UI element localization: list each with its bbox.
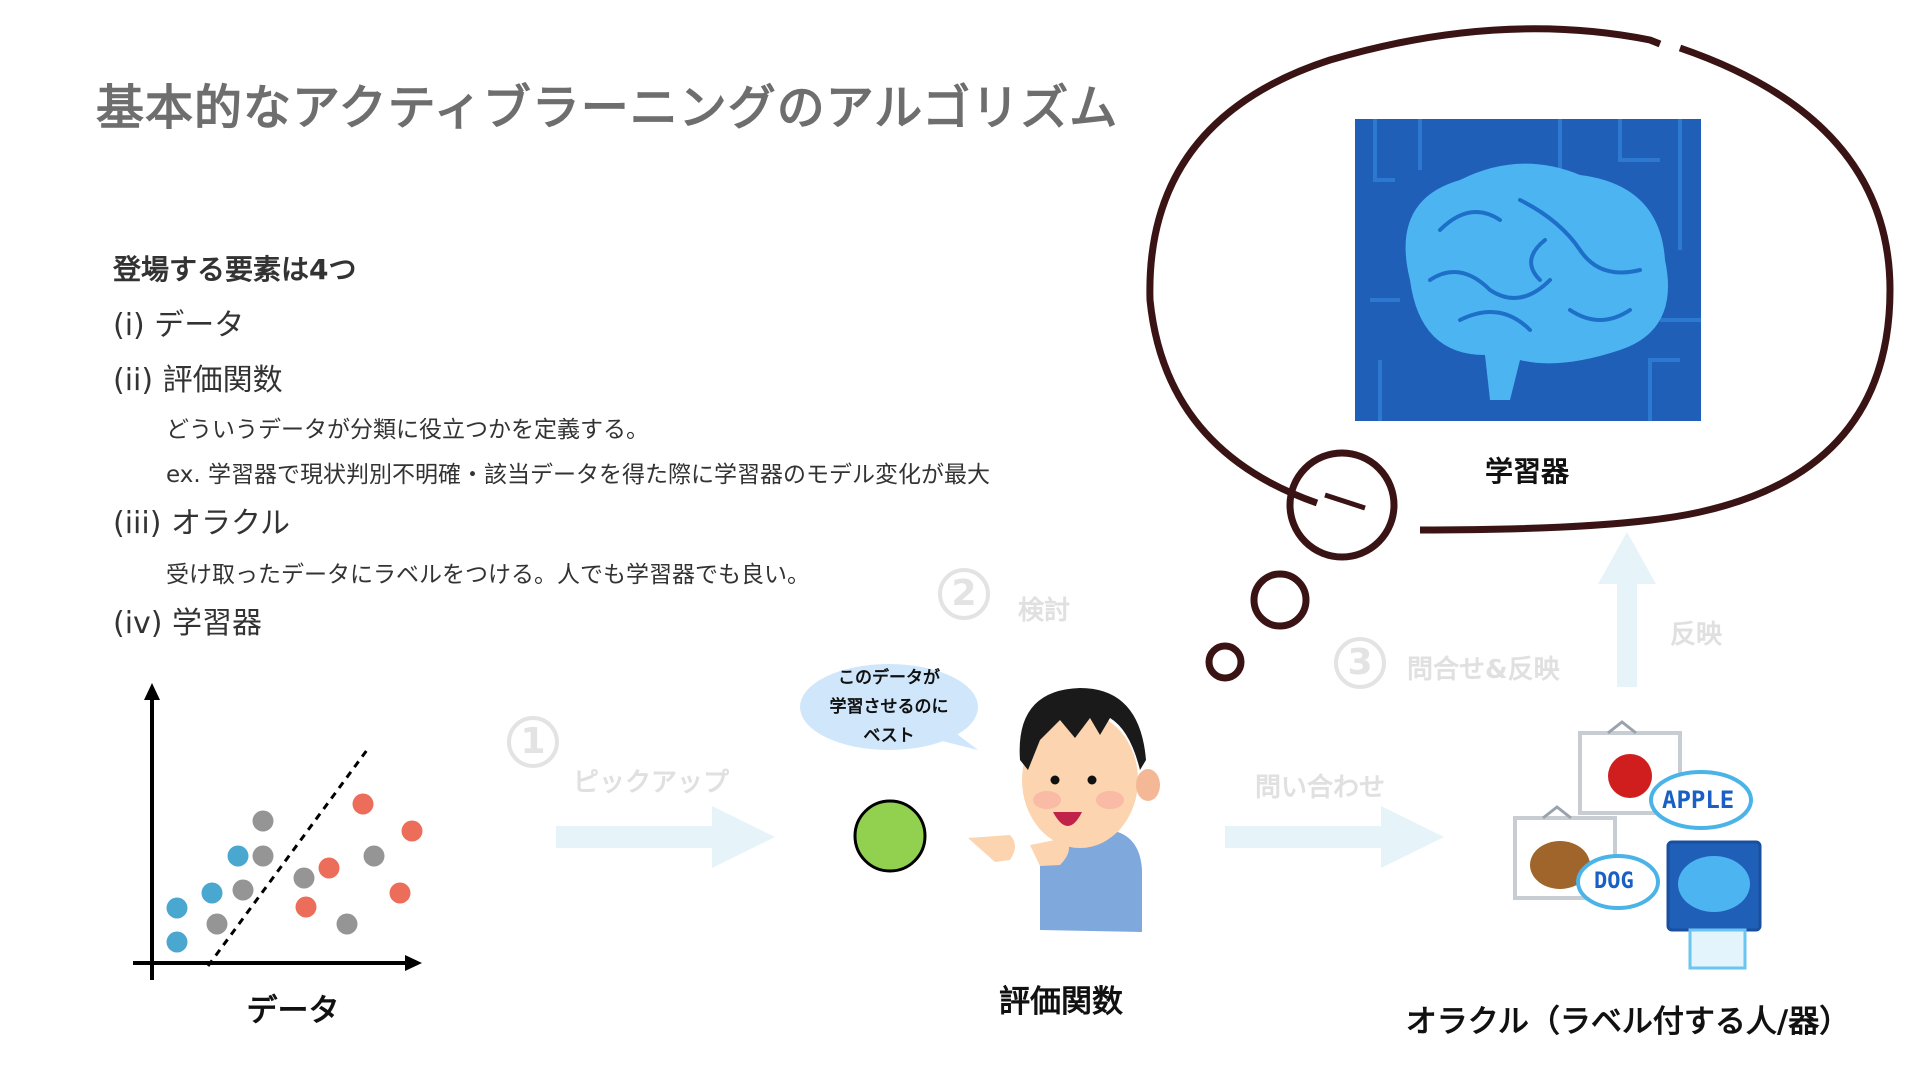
oracle-illustration (1513, 720, 1762, 970)
item-learner: (iv) 学習器 (113, 606, 263, 641)
scatter-plot (133, 683, 423, 980)
speech-line-1: このデータが (838, 668, 940, 688)
evaluator-person-icon (968, 688, 1160, 932)
y-axis-arrowhead-icon (144, 683, 160, 700)
class-b-points (295, 793, 423, 918)
item-evaluator: (ii) 評価関数 (113, 363, 283, 398)
evaluator-caption: 評価関数 (999, 984, 1123, 1020)
reflect-arrow (1598, 532, 1656, 687)
apple-icon (1608, 754, 1652, 798)
evaluator-description: どういうデータが分類に役立つかを定義する。 (166, 417, 649, 443)
selected-data-point (853, 799, 927, 873)
thought-bubble-mark (1324, 492, 1366, 511)
evaluator-example: ex. 学習器で現状判別不明確・該当データを得た際に学習器のモデル変化が最大 (166, 462, 990, 488)
dog-tag: DOG (1594, 869, 1634, 894)
learner-brain-icon (1355, 119, 1701, 421)
class-a-points (166, 845, 249, 953)
step-3-label: 問合せ&反映 (1407, 655, 1560, 685)
dog-icon (1530, 841, 1590, 889)
thought-bubble (1146, 25, 1894, 682)
x-axis-arrowhead-icon (405, 955, 422, 971)
query-arrow (1225, 806, 1444, 868)
reflect-arrow-label: 反映 (1670, 620, 1723, 650)
oracle-description: 受け取ったデータにラベルをつける。人でも学習器でも良い。 (166, 562, 810, 588)
speech-line-2: 学習させるのに (829, 697, 949, 717)
apple-tag: APPLE (1662, 786, 1735, 814)
step-1-label: ピックアップ (573, 768, 730, 798)
speech-bubble (800, 664, 978, 750)
oracle-caption: オラクル（ラベル付する人/器） (1405, 1004, 1851, 1040)
decision-boundary (206, 749, 369, 967)
speech-line-3: ベスト (863, 726, 915, 746)
pickup-arrow (556, 806, 775, 868)
query-arrow-label: 問い合わせ (1255, 773, 1386, 803)
step-3-badge: 3 (1334, 637, 1386, 689)
page-title: 基本的なアクティブラーニングのアルゴリズム (96, 80, 1119, 136)
speech-bubble-text: このデータが 学習させるのに ベスト (800, 664, 978, 751)
step-2-badge: 2 (938, 568, 990, 620)
elements-heading: 登場する要素は4つ (113, 253, 357, 286)
unlabeled-points (206, 810, 385, 935)
step-2-label: 検討 (1018, 596, 1071, 626)
learner-caption: 学習器 (1484, 455, 1570, 488)
data-caption: データ (246, 993, 340, 1029)
step-1-badge: 1 (507, 716, 559, 768)
item-data: (i) データ (113, 308, 245, 343)
item-oracle: (iii) オラクル (113, 506, 291, 541)
